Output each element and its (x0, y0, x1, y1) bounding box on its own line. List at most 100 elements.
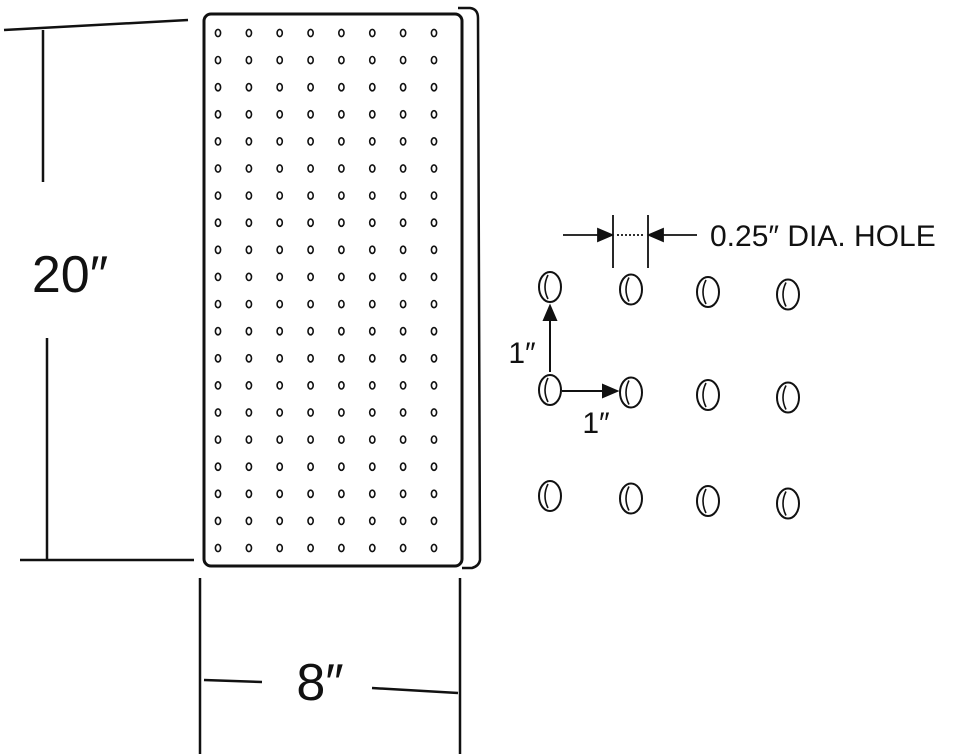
panel-hole (337, 380, 345, 390)
panel-hole (337, 164, 345, 173)
panel-hole (399, 245, 407, 255)
panel-hole (368, 245, 376, 255)
panel-hole (337, 353, 345, 363)
detail-hole-inner-wall (782, 282, 787, 307)
detail-hole-inner-wall (625, 380, 630, 405)
panel-hole (214, 543, 222, 553)
width-label: 8″ (296, 654, 343, 712)
panel-hole (245, 272, 253, 282)
panel-hole (307, 164, 314, 173)
panel-hole (368, 136, 376, 146)
panel-hole (245, 353, 253, 363)
panel-hole (214, 245, 222, 255)
panel-hole (337, 489, 345, 499)
panel-hole (430, 543, 438, 553)
panel-hole (368, 489, 376, 499)
panel-hole (337, 82, 345, 92)
panel-hole (276, 218, 284, 228)
panel-hole (276, 380, 284, 390)
detail-hole-inner-wall (625, 486, 630, 511)
panel-hole (245, 516, 253, 526)
panel-hole (245, 164, 253, 173)
panel-hole (368, 191, 376, 200)
panel-hole (430, 353, 438, 363)
panel-hole (430, 435, 438, 444)
detail-hole-rim (776, 487, 800, 520)
panel-hole (337, 218, 345, 228)
detail-hole-rim (538, 480, 562, 512)
height-label: 20″ (32, 246, 108, 304)
panel-hole (245, 82, 253, 92)
panel-hole (337, 109, 345, 119)
panel-hole (245, 109, 253, 119)
height-top-extension-line (3, 18, 189, 32)
panel-hole (337, 136, 345, 146)
panel-hole (276, 109, 284, 119)
panel-hole (399, 299, 407, 309)
panel-hole (399, 109, 407, 119)
panel-hole (368, 109, 376, 119)
panel-hole (214, 164, 222, 173)
panel-hole (399, 136, 407, 146)
panel-hole (368, 408, 376, 417)
panel-hole (245, 245, 253, 255)
panel-hole (430, 245, 438, 255)
detail-hole (696, 379, 720, 411)
panel-hole (399, 408, 407, 417)
panel-hole (276, 326, 284, 336)
panel-hole (399, 543, 407, 553)
panel-hole (245, 28, 253, 38)
panel-hole (430, 462, 438, 472)
panel-hole (245, 55, 253, 65)
detail-hole-inner-wall (702, 488, 707, 514)
pegboard-panel (202, 6, 482, 570)
panel-hole (276, 272, 284, 282)
panel-hole (276, 299, 284, 309)
panel-hole (399, 489, 407, 499)
panel-hole (276, 353, 284, 363)
detail-hole-inner-wall (702, 279, 707, 305)
panel-hole (214, 516, 222, 526)
panel-hole (245, 489, 253, 499)
panel-hole (214, 489, 222, 499)
panel-hole (214, 218, 222, 228)
detail-hole-inner-wall (544, 483, 549, 509)
panel-hole (276, 245, 284, 255)
panel-hole (399, 380, 407, 390)
panel-hole (245, 435, 253, 444)
panel-hole (399, 82, 407, 92)
panel-hole (399, 326, 407, 336)
panel-hole (337, 299, 345, 309)
panel-hole (214, 191, 222, 200)
panel-hole (307, 109, 314, 119)
panel-hole (399, 516, 407, 526)
detail-hole-rim (776, 278, 800, 311)
detail-hole-inner-wall (782, 491, 787, 516)
panel-hole (430, 218, 438, 228)
panel-hole (245, 299, 253, 309)
vertical-spacing-arrowhead (542, 303, 558, 321)
diameter-left-arrowhead (597, 227, 615, 243)
panel-hole (399, 55, 407, 65)
panel-hole (307, 82, 314, 92)
panel-hole (307, 299, 314, 309)
panel-hole (368, 299, 376, 309)
width-right-arrow-line (371, 686, 459, 695)
panel-hole (430, 272, 438, 282)
panel-hole (399, 272, 407, 282)
detail-hole-inner-wall (702, 382, 707, 408)
panel-hole (245, 462, 253, 472)
panel-hole (368, 543, 376, 553)
detail-hole-inner-wall (544, 377, 549, 403)
panel-holes (214, 28, 438, 553)
panel-hole (307, 516, 314, 526)
panel-hole (307, 326, 314, 336)
panel-hole (245, 218, 253, 228)
panel-hole (307, 380, 314, 390)
panel-hole (214, 272, 222, 282)
horizontal-spacing-arrowhead (602, 383, 620, 399)
panel-hole (368, 435, 376, 444)
spacing-arrows (542, 303, 620, 399)
detail-hole-rim (619, 482, 643, 515)
